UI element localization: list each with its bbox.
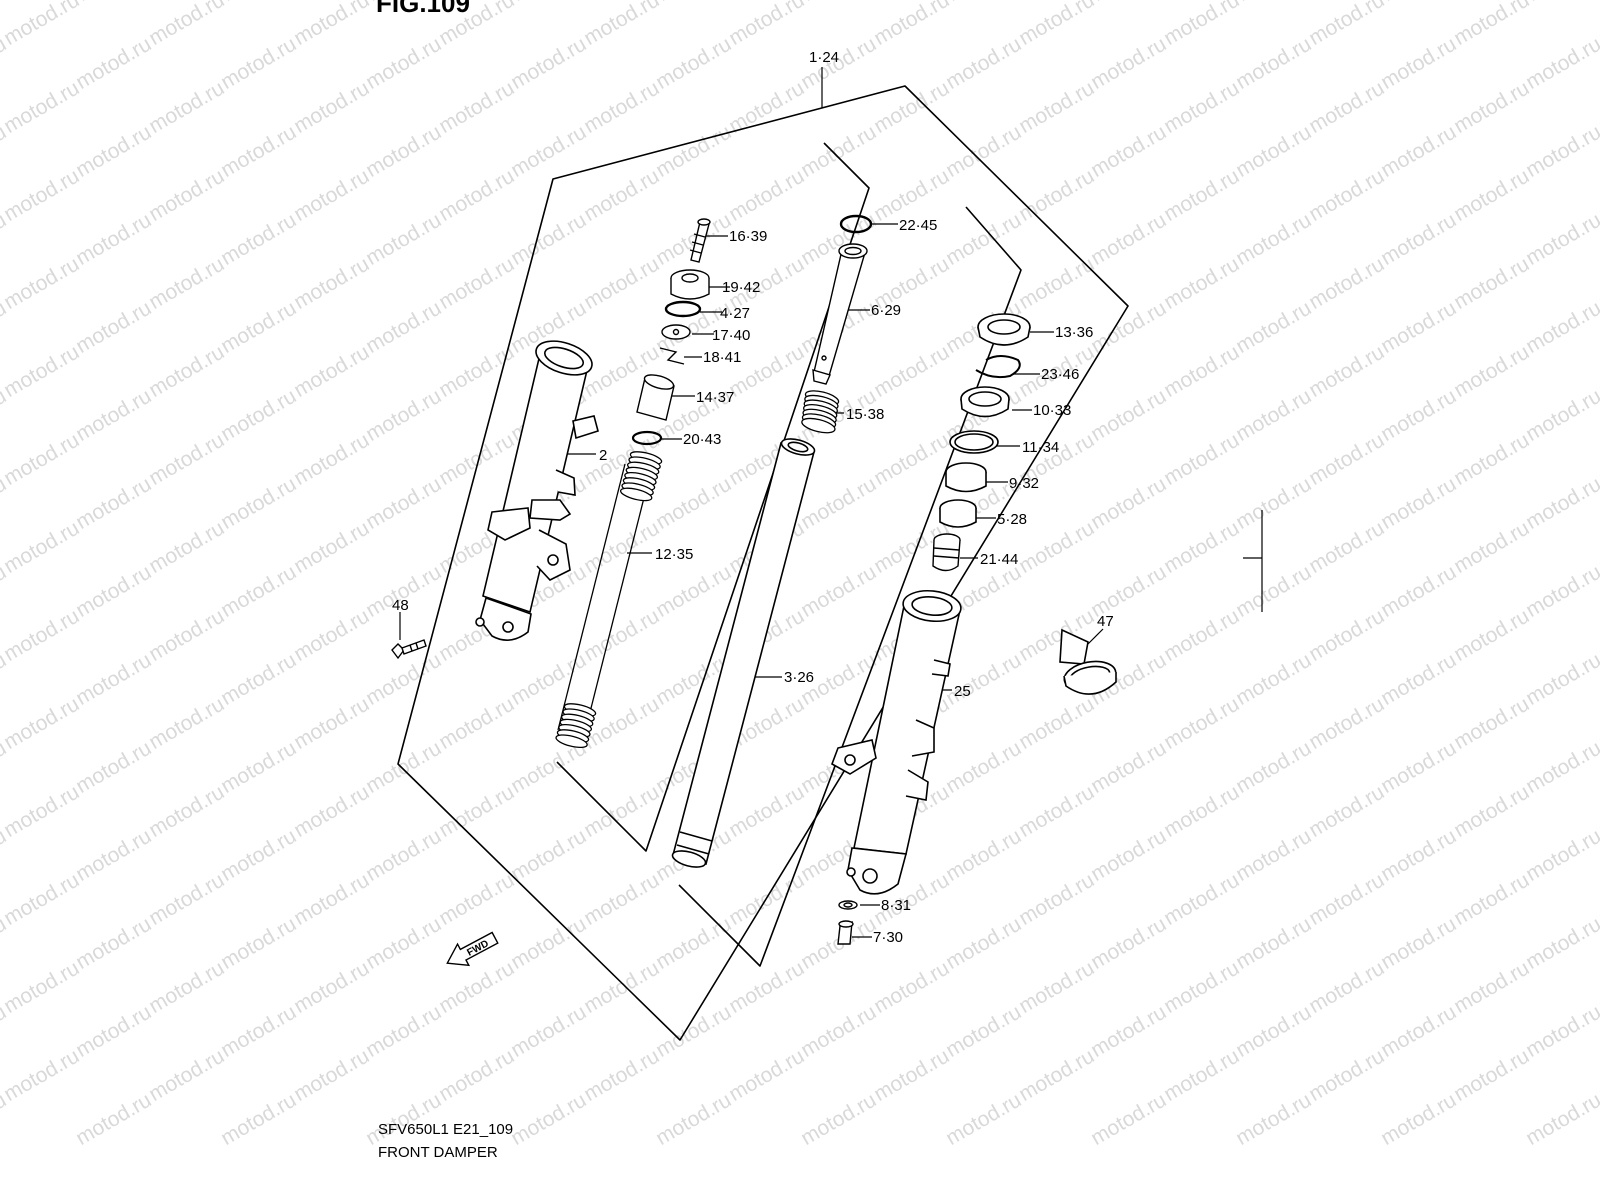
spring-washer bbox=[633, 432, 661, 444]
right-outer-tube bbox=[832, 588, 962, 894]
figure-title: FIG.109 bbox=[376, 0, 470, 18]
assembly-outline bbox=[398, 86, 1128, 1040]
callout-7: 7·30 bbox=[873, 929, 903, 946]
callout-18: 18·41 bbox=[703, 349, 741, 366]
callout-9: 9·32 bbox=[1009, 475, 1039, 492]
callout-3: 3·26 bbox=[784, 669, 814, 686]
subframe-left bbox=[556, 142, 870, 852]
callout-labels: 1·24 16·39 19·42 4·27 17·40 18·41 14·37 … bbox=[392, 49, 1114, 946]
callout-8: 8·31 bbox=[881, 897, 911, 914]
callout-22: 22·45 bbox=[899, 217, 937, 234]
piston-ring bbox=[841, 216, 871, 232]
callout-25: 25 bbox=[954, 683, 971, 700]
damper-rod bbox=[813, 244, 867, 384]
stopper-ring bbox=[660, 348, 684, 364]
fork-spring bbox=[555, 449, 663, 750]
spring-coil bbox=[555, 732, 588, 749]
figure-name-caption: FRONT DAMPER bbox=[378, 1144, 498, 1161]
cap-bolt bbox=[671, 270, 709, 299]
left-outer-tube bbox=[476, 335, 598, 640]
dust-seal bbox=[978, 314, 1030, 345]
callout-10: 10·33 bbox=[1033, 402, 1071, 419]
callout-1: 1·24 bbox=[809, 49, 839, 66]
forward-direction-arrow: FWD bbox=[442, 927, 501, 974]
callout-15: 15·38 bbox=[846, 406, 884, 423]
callout-13: 13·36 bbox=[1055, 324, 1093, 341]
brake-hose-clamp bbox=[1060, 630, 1118, 694]
callout-2: 2 bbox=[599, 447, 607, 464]
spacer-tube bbox=[637, 372, 675, 420]
callout-11: 11·34 bbox=[1022, 439, 1059, 456]
damper-rod-bolt bbox=[838, 921, 853, 944]
oil-seal-stopper-ring bbox=[976, 356, 1020, 377]
callout-12: 12·35 bbox=[655, 546, 693, 563]
callout-14: 14·37 bbox=[696, 389, 734, 406]
drain-gasket bbox=[839, 901, 857, 909]
spring-coil bbox=[619, 486, 652, 503]
spring-coil bbox=[800, 416, 836, 436]
subframe-right bbox=[678, 206, 1022, 967]
callout-20: 20·43 bbox=[683, 431, 721, 448]
leader-lines bbox=[400, 67, 1262, 937]
oil-lock-piece bbox=[933, 534, 960, 571]
callout-17: 17·40 bbox=[712, 327, 750, 344]
o-ring bbox=[666, 302, 700, 316]
callout-16: 16·39 bbox=[729, 228, 767, 245]
mounting-bolt bbox=[392, 640, 426, 658]
guide-metal bbox=[946, 463, 986, 492]
oil-seal bbox=[961, 387, 1009, 417]
inner-tube bbox=[671, 436, 816, 870]
callout-4: 4·27 bbox=[720, 305, 750, 322]
adjuster-bolt bbox=[690, 219, 710, 262]
callout-23: 23·46 bbox=[1041, 366, 1079, 383]
callout-19: 19·42 bbox=[722, 279, 760, 296]
washer bbox=[662, 325, 690, 339]
oil-seal-retainer bbox=[950, 431, 998, 453]
rebound-spring bbox=[800, 388, 839, 435]
callout-5: 5·28 bbox=[997, 511, 1027, 528]
fwd-label: FWD bbox=[465, 938, 490, 958]
model-code-caption: SFV650L1 E21_109 bbox=[378, 1121, 514, 1138]
callout-21: 21·44 bbox=[980, 551, 1018, 568]
slide-metal bbox=[940, 500, 976, 527]
callout-48: 48 bbox=[392, 597, 409, 614]
callout-6: 6·29 bbox=[871, 302, 901, 319]
callout-47: 47 bbox=[1097, 613, 1114, 630]
